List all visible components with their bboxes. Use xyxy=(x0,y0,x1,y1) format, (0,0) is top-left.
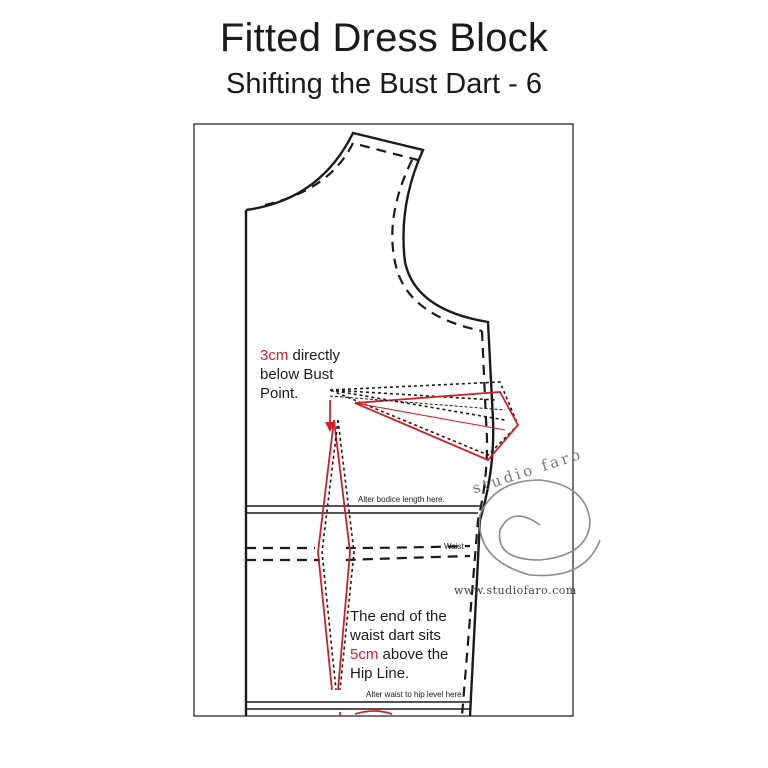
studio-faro-url: www.studiofaro.com xyxy=(454,584,577,597)
arrow-head xyxy=(325,422,335,432)
waist-dart-red xyxy=(317,419,351,691)
seam-allowance-side xyxy=(460,330,489,717)
waist-dart-note-line1: The end of the xyxy=(350,608,447,625)
bust-dart-guide xyxy=(329,395,506,411)
seam-allowance-neck xyxy=(264,142,354,207)
waist-dart-dotted xyxy=(321,419,355,691)
bust-note-line3: Point. xyxy=(260,385,299,402)
waist-dart-note: The end of the waist dart sits 5cm above… xyxy=(350,607,470,683)
new-bust-dart-red xyxy=(354,391,520,462)
alter-bodice-label: Alter bodice length here. xyxy=(358,495,445,504)
bust-dart-leg-red xyxy=(354,402,506,431)
waist-dart-note-line3: above the xyxy=(378,646,449,663)
page-subtitle: Shifting the Bust Dart - 6 xyxy=(226,68,542,100)
alter-waist-hip-label: Alter waist to hip level here. xyxy=(366,690,464,699)
waist-dart-note-highlight: 5cm xyxy=(350,646,379,663)
seam-allowance-shoulder xyxy=(359,143,419,162)
waist-dart-bottom-red xyxy=(339,710,393,716)
bodice-outline xyxy=(244,131,495,717)
page-title: Fitted Dress Block xyxy=(219,16,549,60)
waist-dart-note-line2: waist dart sits xyxy=(350,627,441,644)
waist-label: Waist xyxy=(444,542,464,551)
seam-allowance-armhole xyxy=(391,159,483,333)
bust-note-line2: below Bust xyxy=(260,366,334,383)
waist-line xyxy=(246,544,471,550)
bust-note-highlight: 3cm xyxy=(260,347,289,364)
diagram-frame xyxy=(193,123,574,717)
waist-line-lower xyxy=(246,554,471,562)
studio-faro-swirl xyxy=(478,479,601,577)
bust-note-line1: directly xyxy=(288,347,341,364)
waist-dart-note-line4: Hip Line. xyxy=(350,665,410,682)
bust-note: 3cm directly below Bust Point. xyxy=(260,346,370,403)
